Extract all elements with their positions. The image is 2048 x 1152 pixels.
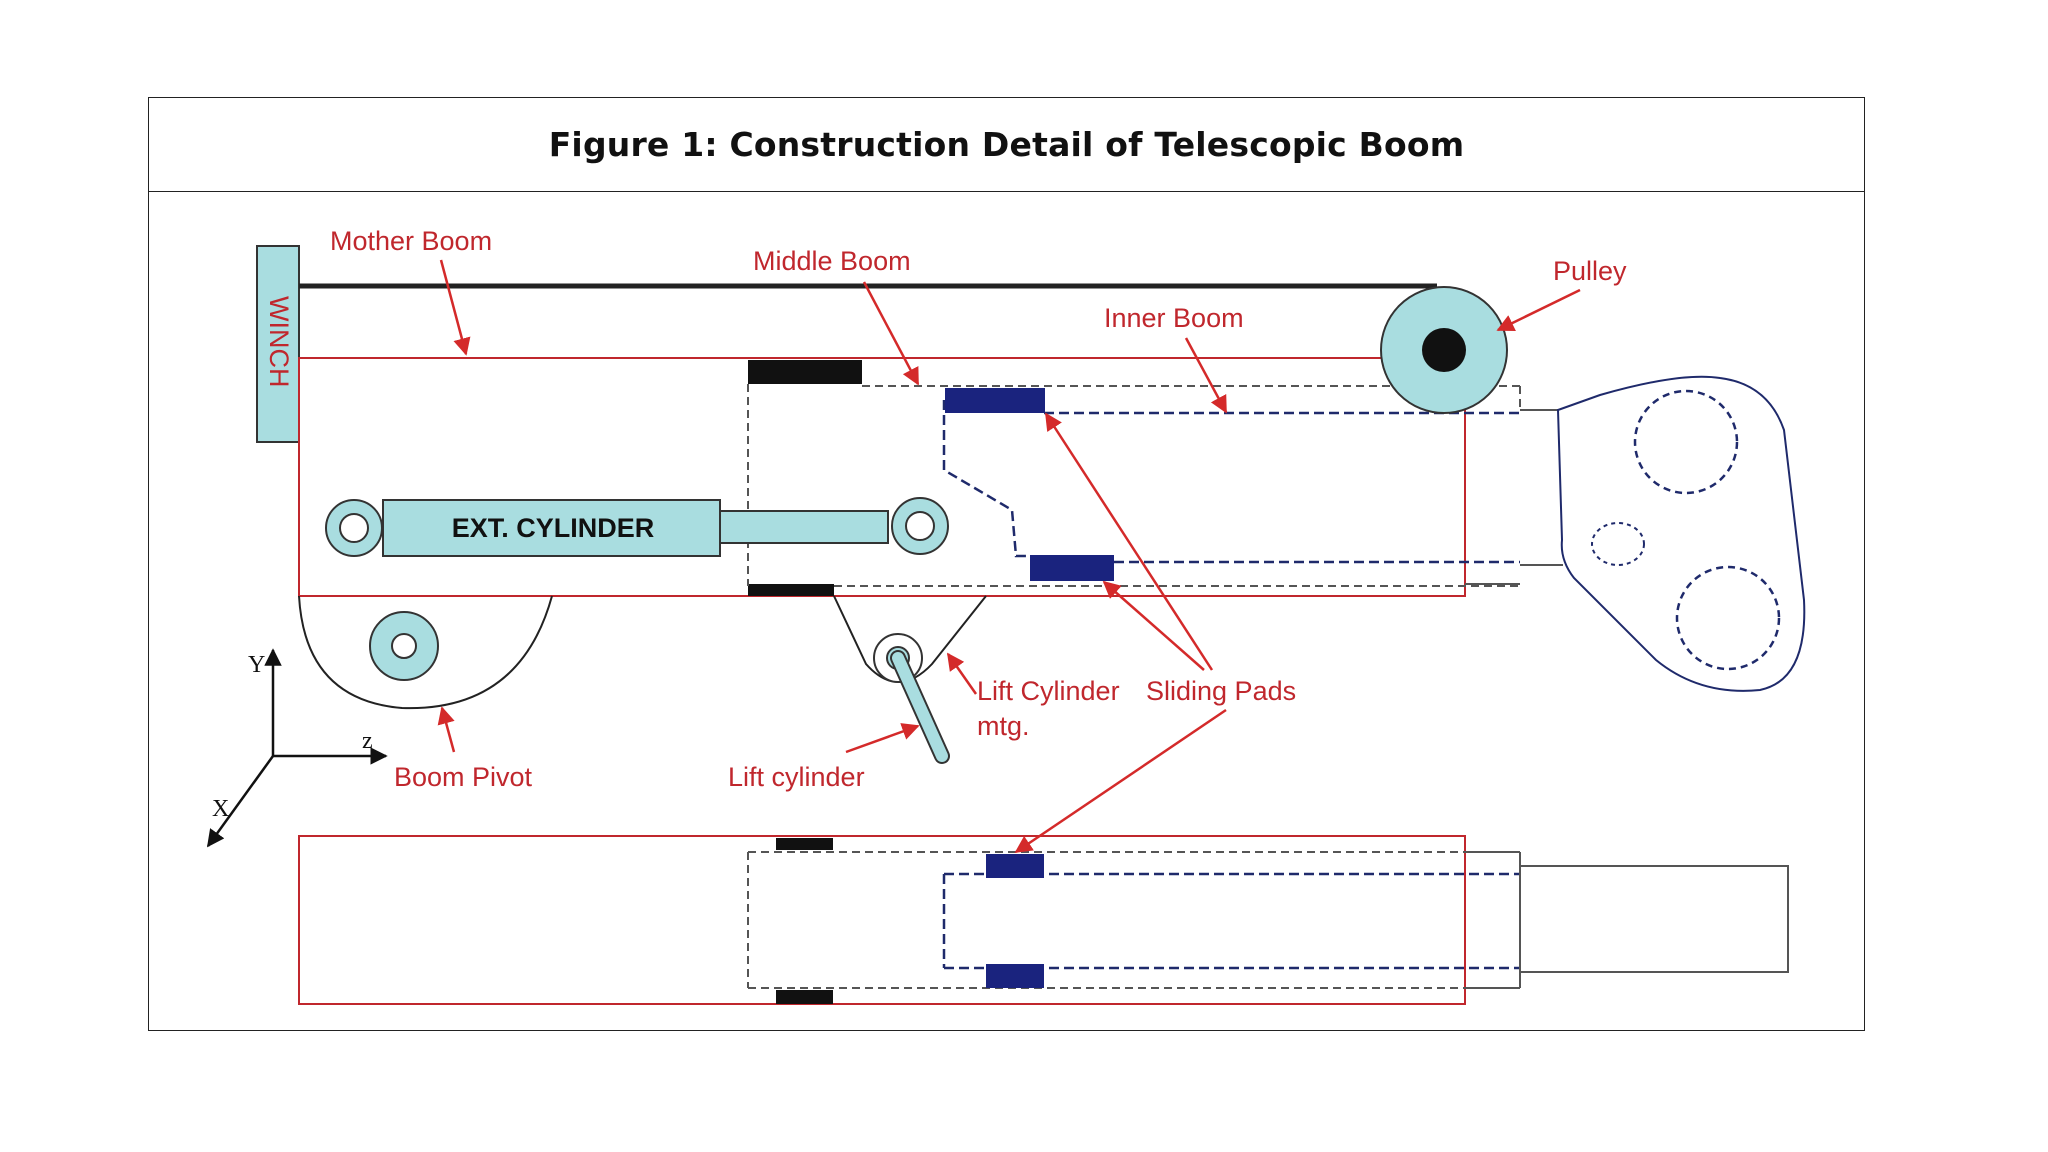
mother-boom	[298, 357, 1466, 597]
inner-boom-arrow	[1184, 337, 1228, 414]
mother-boom-label: Mother Boom	[330, 226, 492, 256]
sliding-pads-arrow-3	[1014, 708, 1227, 854]
lift-cylinder-mtg-arrow	[946, 652, 978, 695]
wear-pad-bottom	[748, 584, 834, 596]
figure-title: Figure 1: Construction Detail of Telesco…	[548, 125, 1465, 164]
inner-boom-label: Inner Boom	[1104, 303, 1244, 333]
sliding-pads-arrow-2	[1102, 580, 1205, 671]
mother-boom-arrow	[439, 259, 471, 356]
wear-pad-top	[748, 360, 862, 384]
lift-cylinder-mtg-label-line2: mtg.	[977, 711, 1030, 741]
lift-cylinder-mtg-label-line1: Lift Cylinder	[977, 676, 1120, 706]
sliding-pad-upper	[945, 388, 1045, 413]
top-view-sliding-pad-upper	[986, 854, 1044, 878]
middle-boom	[747, 384, 1521, 587]
sliding-pads-label: Sliding Pads	[1146, 676, 1296, 706]
ext-cylinder-label: EXT. CYLINDER	[452, 513, 655, 543]
boom-pivot	[298, 595, 553, 710]
top-view-sliding-pad-lower	[986, 964, 1044, 988]
axis-y-label: Y	[248, 652, 265, 678]
top-view-boom-head	[1465, 851, 1789, 989]
ext-cylinder: EXT. CYLINDER	[325, 497, 949, 557]
pulley	[1380, 286, 1508, 414]
middle-boom-label: Middle Boom	[753, 246, 911, 276]
lift-cylinder	[890, 650, 950, 764]
pulley-hub	[1422, 328, 1466, 372]
inner-boom	[942, 400, 1520, 564]
sliding-pads-arrow-1	[1044, 412, 1214, 671]
boom-head-outline	[1520, 409, 1563, 566]
top-view-wear-pad-top	[776, 838, 833, 850]
top-view-inner-boom	[942, 872, 1520, 970]
top-view-middle-boom	[747, 851, 1520, 989]
coordinate-axes: Y z X	[206, 648, 388, 848]
boom-head-plate	[1556, 375, 1806, 692]
top-view-wear-pad-bottom	[776, 990, 833, 1004]
axis-z-label: z	[362, 728, 373, 754]
axis-x-label: X	[212, 796, 229, 822]
winch-block: WINCH	[256, 245, 300, 443]
pulley-label: Pulley	[1553, 256, 1627, 286]
figure-title-bar: Figure 1: Construction Detail of Telesco…	[149, 98, 1864, 192]
lift-cylinder-arrow	[845, 723, 920, 754]
winch-label: WINCH	[264, 296, 294, 387]
lift-cylinder-label: Lift cylinder	[728, 762, 865, 792]
middle-boom-arrow	[862, 281, 920, 386]
boom-pivot-label: Boom Pivot	[394, 762, 533, 792]
sliding-pad-lower	[1030, 555, 1114, 581]
top-view-mother-boom	[298, 835, 1466, 1005]
boom-pivot-arrow	[437, 706, 456, 753]
pulley-arrow	[1496, 288, 1581, 332]
